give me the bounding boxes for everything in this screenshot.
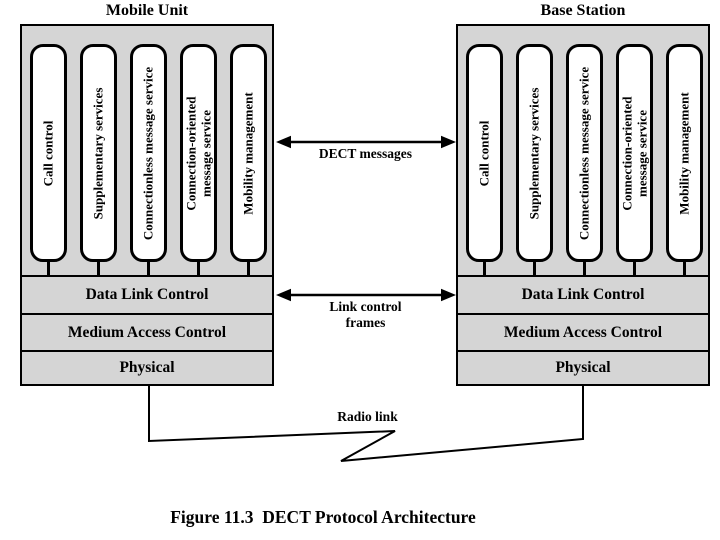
pill-connector xyxy=(533,262,536,279)
pill-connectionless-message-service: Connectionless message service xyxy=(566,44,603,262)
layer-physical: Physical xyxy=(20,350,274,386)
layer-physical: Physical xyxy=(456,350,710,386)
pill-connector xyxy=(583,262,586,279)
pill-connector xyxy=(147,262,150,279)
pill-label: Mobility management xyxy=(676,91,692,215)
layer-medium-access-control: Medium Access Control xyxy=(20,313,274,352)
stack-base-station: Call control Supplementary services Conn… xyxy=(456,24,710,386)
mobile-unit-upper-box: Call control Supplementary services Conn… xyxy=(20,24,274,279)
pill-connector xyxy=(683,262,686,279)
pill-label: Call control xyxy=(40,120,56,186)
pill-label: Mobility management xyxy=(240,91,256,215)
layer-medium-access-control: Medium Access Control xyxy=(456,313,710,352)
pill-connection-oriented-message-service: Connection-oriented message service xyxy=(616,44,653,262)
pill-label: Call control xyxy=(476,120,492,186)
pill-label: Supplementary services xyxy=(526,87,542,219)
pill-mobility-management: Mobility management xyxy=(230,44,267,262)
pill-mobility-management: Mobility management xyxy=(666,44,703,262)
link-control-frames-label: Link control frames xyxy=(329,299,402,330)
base-station-upper-box: Call control Supplementary services Conn… xyxy=(456,24,710,279)
pill-connector xyxy=(97,262,100,279)
pill-label: Supplementary services xyxy=(90,87,106,219)
pill-label: Connection-oriented message service xyxy=(618,95,649,211)
pill-connector xyxy=(247,262,250,279)
layer-data-link-control: Data Link Control xyxy=(456,275,710,315)
pill-connector xyxy=(197,262,200,279)
pill-supplementary-services: Supplementary services xyxy=(516,44,553,262)
pill-label: Connection-oriented message service xyxy=(182,95,213,211)
pill-connection-oriented-message-service: Connection-oriented message service xyxy=(180,44,217,262)
radio-link-label: Radio link xyxy=(337,409,398,424)
stack-mobile-unit: Call control Supplementary services Conn… xyxy=(20,24,274,386)
dect-messages-label: DECT messages xyxy=(318,146,413,161)
pill-connector xyxy=(483,262,486,279)
pill-label: Connectionless message service xyxy=(140,66,156,240)
figure-caption: Figure 11.3 DECT Protocol Architecture xyxy=(170,507,476,527)
pill-supplementary-services: Supplementary services xyxy=(80,44,117,262)
pill-label: Connectionless message service xyxy=(576,66,592,240)
pill-call-control: Call control xyxy=(466,44,503,262)
base-station-title: Base Station xyxy=(540,2,626,19)
pill-call-control: Call control xyxy=(30,44,67,262)
mobile-unit-title: Mobile Unit xyxy=(105,2,189,19)
pill-connectionless-message-service: Connectionless message service xyxy=(130,44,167,262)
pill-connector xyxy=(633,262,636,279)
layer-data-link-control: Data Link Control xyxy=(20,275,274,315)
pill-connector xyxy=(47,262,50,279)
